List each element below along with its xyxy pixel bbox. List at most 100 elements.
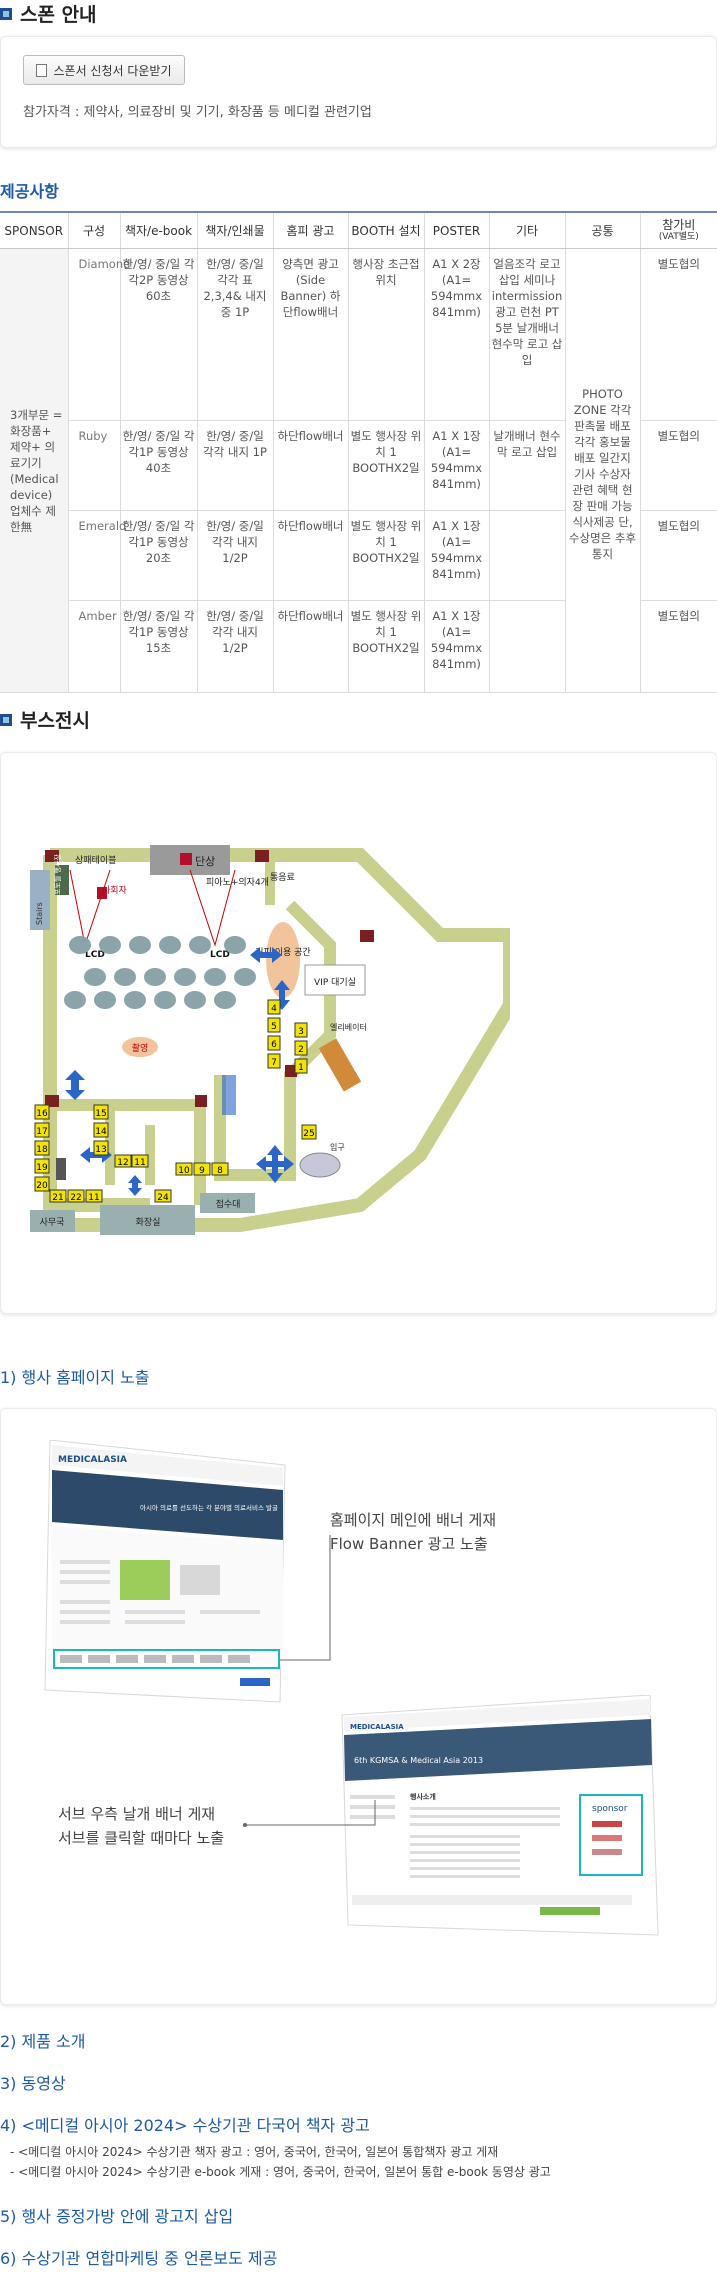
booth-cell: 행사장 초근접 위치 xyxy=(347,248,425,421)
item-gift-bag-flyer: 5) 행사 증정가방 안에 광고지 삽입 xyxy=(0,2207,234,2226)
svg-text:15: 15 xyxy=(95,1109,106,1119)
lcd-label-left: LCD xyxy=(85,950,105,960)
sponsor-category-cell: 3개부문 = 화장품+ 제약+ 의료기기 (Medical device) 업체… xyxy=(0,248,69,693)
poster-cell: A1 X 2장 (A1= 594mmx 841mm) xyxy=(423,248,490,421)
table-header-row: SPONSOR 구성 책자/e-book 책자/인쇄물 홈피 광고 BOOTH … xyxy=(0,211,717,249)
poster-cell: A1 X 1장 (A1= 594mmx 841mm) xyxy=(423,510,490,601)
tier-cell: Amber xyxy=(67,600,121,693)
arrow-icon xyxy=(65,1070,85,1100)
col-print: 책자/인쇄물 xyxy=(196,211,273,249)
svg-text:12: 12 xyxy=(117,1158,128,1168)
col-etc: 기타 xyxy=(488,211,565,249)
mockup-sub-heading: 6th KGMSA & Medical Asia 2013 xyxy=(354,1756,483,1765)
svg-text:4: 4 xyxy=(271,1004,277,1014)
fee-cell: 별도협의 xyxy=(639,510,717,601)
cafe-label: 커피 이용 공간 xyxy=(255,947,310,958)
mockup-site-name: MEDICALASIA xyxy=(58,1455,127,1465)
svg-text:6: 6 xyxy=(271,1040,277,1050)
col-poster: POSTER xyxy=(423,211,489,249)
svg-text:24: 24 xyxy=(157,1193,169,1203)
flow-banner-highlight xyxy=(53,1649,280,1669)
col-common: 공통 xyxy=(564,211,640,249)
entrance-door xyxy=(299,1152,341,1178)
booth-cell: 별도 행사장 위치 1 BOOTHX2일 xyxy=(347,510,425,601)
col-composition: 구성 xyxy=(67,211,120,249)
wing-banner-highlight xyxy=(579,1794,643,1876)
wall-corner xyxy=(195,1095,207,1107)
lcd-beam-left xyxy=(69,869,111,947)
office-room xyxy=(30,1210,75,1232)
document-icon xyxy=(36,63,48,77)
fee-cell: 별도협의 xyxy=(639,420,717,511)
elevator xyxy=(318,1038,362,1092)
wall-corner xyxy=(45,850,59,862)
pillar xyxy=(56,1158,66,1180)
floor-plan-outer-wall xyxy=(30,848,510,1232)
glass-wall xyxy=(222,1075,236,1115)
col-booth: BOOTH 설치 xyxy=(347,211,424,249)
etc-cell: 얼음조각 로고 삽입 세미나 intermission 광고 런천 PT 5분 … xyxy=(488,248,566,421)
homepage-ad-cell: 하단flow배너 xyxy=(272,600,349,693)
gate-label: 입구 xyxy=(330,1143,345,1152)
table-row: 3개부문 = 화장품+ 제약+ 의료기기 (Medical device) 업체… xyxy=(0,248,717,693)
wall-corner xyxy=(255,850,269,862)
ebook-cell: 한/영/ 중/일 각각1P 동영상40초 xyxy=(119,420,198,511)
stairs-label: Stairs xyxy=(35,902,44,925)
reception-desk xyxy=(200,1193,255,1213)
svg-text:10: 10 xyxy=(178,1166,190,1176)
tier-cell: Emerald xyxy=(67,510,126,601)
note-ebook: - <메디컬 아시아 2024> 수상기관 e-book 게재 : 영어, 중국… xyxy=(10,2165,551,2179)
wall-corner xyxy=(285,1065,297,1077)
stairs xyxy=(30,870,50,930)
homepage-main-mockup: MEDICALASIA 아시아 의료를 선도하는 각 분야별 의료서비스 발굴 xyxy=(44,1440,286,1703)
wing-banner-logos xyxy=(592,1821,622,1855)
col-ebook: 책자/e-book xyxy=(119,211,197,249)
svg-text:9: 9 xyxy=(199,1166,205,1176)
qualification-text: 참가자격 : 제약사, 의료장비 및 기기, 화장품 등 메디컬 관련기업 xyxy=(23,105,372,120)
mockup-footer xyxy=(352,1895,632,1905)
mockup-text-lines xyxy=(350,1795,560,1878)
vip-room xyxy=(304,964,366,996)
table-row: Emerald 한/영/ 중/일 각각1P 동영상20초 한/영/ 중/일 각각… xyxy=(0,510,717,601)
ebook-cell: 한/영/ 중/일 각각1P 동영상15초 xyxy=(119,600,198,693)
tier-cell: Diamond xyxy=(67,248,130,421)
col-fee: 참가비 (VAT별도) xyxy=(639,211,717,249)
svg-text:11: 11 xyxy=(134,1158,145,1168)
etc-cell: 날개배너 현수막 로고 삽입 xyxy=(488,420,566,511)
vip-label: VIP 대기실 xyxy=(314,977,356,988)
homepage-ad-cell: 하단flow배너 xyxy=(272,420,349,511)
booth-numbers: 4 5 6 7 3 2 1 16 17 18 19 20 15 14 13 12… xyxy=(34,999,317,1203)
svg-text:20: 20 xyxy=(36,1181,48,1191)
elevator-label: 엘리베이터 xyxy=(330,1022,367,1032)
wall-corner xyxy=(45,1095,59,1107)
callout-line-1 xyxy=(280,1535,331,1661)
poster-cell: A1 X 1장 (A1= 594mmx 841mm) xyxy=(423,420,490,511)
podium xyxy=(180,853,192,865)
table-row: Amber 한/영/ 중/일 각각1P 동영상15초 한/영/ 중/일 각각 내… xyxy=(0,600,717,693)
mockup-hero xyxy=(52,1470,283,1540)
fee-cell: 별도협의 xyxy=(639,248,717,421)
cafe-area xyxy=(266,922,300,998)
svg-text:1: 1 xyxy=(298,1063,304,1073)
svg-text:22: 22 xyxy=(70,1193,81,1203)
piano-label: 피아노+의자4개 xyxy=(206,877,269,888)
item-press-release: 6) 수상기관 연합마케팅 중 언론보도 제공 xyxy=(0,2249,278,2268)
item-product-intro: 2) 제품 소개 xyxy=(0,2032,86,2051)
lcd-beam-right xyxy=(189,869,236,947)
mockup-site-name: MEDICALASIA xyxy=(350,1723,404,1731)
svg-text:13: 13 xyxy=(95,1145,106,1155)
mockup-grey-block xyxy=(180,1565,220,1595)
svg-text:8: 8 xyxy=(217,1166,223,1176)
download-application-button[interactable]: 스폰서 신청서 다운받기 xyxy=(23,55,185,85)
svg-text:19: 19 xyxy=(36,1163,48,1173)
mockup-header xyxy=(344,1699,651,1731)
print-cell: 한/영/ 중/일 각각 표2,3,4& 내지중 1P xyxy=(196,248,274,421)
mockup-header xyxy=(52,1445,283,1486)
svg-text:17: 17 xyxy=(36,1127,47,1137)
arrow-icon xyxy=(128,1175,142,1196)
flow-banner-logos xyxy=(60,1655,250,1663)
booth-title: 부스전시 xyxy=(0,706,90,733)
callout-line-2 xyxy=(243,1800,376,1827)
mockup-sponsor-word: sponsor xyxy=(592,1804,628,1814)
